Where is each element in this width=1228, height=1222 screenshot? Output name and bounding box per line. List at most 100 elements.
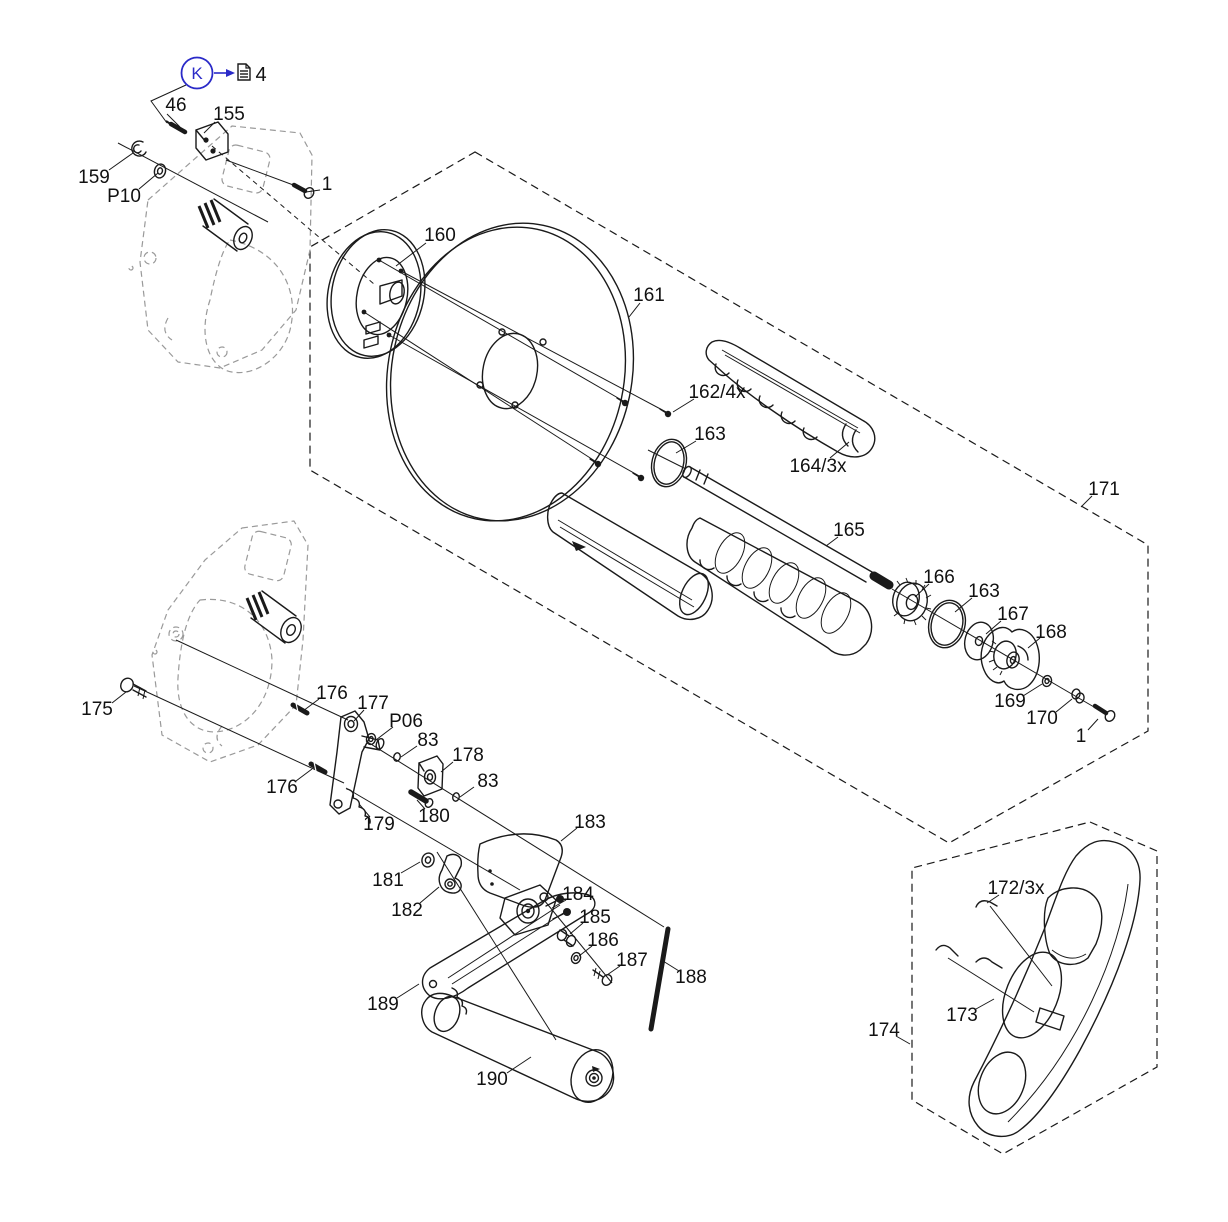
leader-169 [1022, 683, 1043, 697]
assembly-box-174 [911, 821, 1158, 1155]
part-173-cover [968, 839, 1141, 1137]
callout-k: K 4 [150, 56, 267, 124]
part-155-sensor-block [195, 121, 229, 161]
leader-161 [628, 302, 641, 318]
callout-arrowhead [226, 69, 235, 77]
part-core-shell [546, 492, 713, 621]
part-label-1b: 1 [1076, 726, 1087, 747]
leader-164 [829, 441, 850, 459]
part-p10-washer [153, 163, 167, 179]
part-190-roller [421, 987, 615, 1103]
part-label-178: 178 [452, 745, 484, 766]
part-187-screw [592, 967, 613, 986]
leader-179 [358, 803, 371, 818]
part-170-washer [1071, 688, 1085, 704]
leader-189 [396, 983, 420, 999]
part-46-screw [165, 120, 188, 135]
part-label-161: 161 [633, 285, 665, 306]
leader-165 [825, 536, 839, 547]
part-159-ering [131, 140, 147, 157]
part-label-165: 165 [833, 520, 865, 541]
leader-172 [986, 894, 1000, 904]
part-176-pin-upper [290, 702, 310, 716]
part-label-183: 183 [574, 812, 606, 833]
part-label-163a: 163 [694, 424, 726, 445]
leader-184 [551, 899, 567, 909]
part-label-180: 180 [418, 806, 450, 827]
document-icon [237, 63, 251, 81]
callout-reference: 4 [255, 64, 266, 86]
leader-183 [560, 827, 578, 842]
leader-185 [569, 922, 584, 935]
leader-1b [1087, 718, 1099, 731]
leader-168 [1027, 637, 1041, 649]
part-label-46: 46 [165, 95, 186, 116]
part-167-washer [963, 621, 995, 661]
leader-173 [975, 998, 995, 1010]
part-core-paddle [686, 517, 873, 656]
part-label-p06: P06 [389, 711, 423, 732]
leader-155 [203, 121, 216, 134]
part-label-172: 172/3x [987, 878, 1045, 899]
part-label-185: 185 [579, 907, 611, 928]
part-168-knob [980, 626, 1040, 691]
callout-leader-line [150, 84, 187, 124]
part-label-177: 177 [357, 693, 389, 714]
leader-174 [895, 1035, 911, 1045]
callout-letter: K [191, 64, 203, 83]
leader-p10 [138, 172, 159, 190]
leader-178 [440, 761, 454, 773]
part-176-pin-lower [308, 761, 328, 775]
part-163-oring-left [650, 438, 688, 488]
part-label-169: 169 [994, 691, 1026, 712]
leader-187 [606, 965, 621, 976]
part-label-176b: 176 [266, 777, 298, 798]
leader-160 [395, 242, 427, 267]
part-161-disc [385, 222, 635, 522]
part-label-171: 171 [1088, 479, 1120, 500]
part-label-p10: P10 [107, 186, 141, 207]
part-178-bracket [417, 755, 444, 797]
part-label-189: 189 [367, 994, 399, 1015]
leader-162 [672, 398, 695, 413]
part-label-187: 187 [616, 950, 648, 971]
part-label-190: 190 [476, 1069, 508, 1090]
part-1-screw-right [1092, 703, 1116, 722]
part-label-184: 184 [562, 884, 594, 905]
part-186-washer [570, 951, 582, 965]
leader-171 [1080, 495, 1093, 508]
part-163-oring-right [927, 599, 967, 649]
part-label-175: 175 [81, 699, 113, 720]
leader-1a [305, 189, 321, 193]
part-183-plate [477, 833, 563, 908]
part-162-screws [589, 397, 672, 482]
part-label-173: 173 [946, 1005, 978, 1026]
part-83-oring-lower [452, 792, 460, 802]
leader-188 [662, 960, 680, 972]
part-164-clamp-bar [705, 339, 876, 458]
part-165-shaft [682, 465, 894, 590]
leader-166 [914, 583, 930, 598]
motor-lower [245, 590, 302, 644]
leader-176b [295, 768, 313, 782]
leader-180 [416, 799, 426, 810]
part-label-1a: 1 [322, 174, 333, 195]
part-label-182: 182 [391, 900, 423, 921]
part-label-188: 188 [675, 967, 707, 988]
part-188-rod [648, 926, 671, 1032]
part-label-181: 181 [372, 870, 404, 891]
part-label-179: 179 [363, 814, 395, 835]
leader-163a [675, 440, 697, 454]
part-label-166: 166 [923, 567, 955, 588]
part-182-cam [438, 853, 462, 894]
leader-181 [400, 861, 421, 874]
callout-circle [180, 56, 214, 90]
phantom-frame-upper [128, 125, 313, 374]
part-label-168: 168 [1035, 622, 1067, 643]
leader-46 [166, 113, 181, 128]
part-169-washer [1041, 674, 1053, 688]
part-label-163b: 163 [968, 581, 1000, 602]
part-label-83b: 83 [477, 771, 498, 792]
